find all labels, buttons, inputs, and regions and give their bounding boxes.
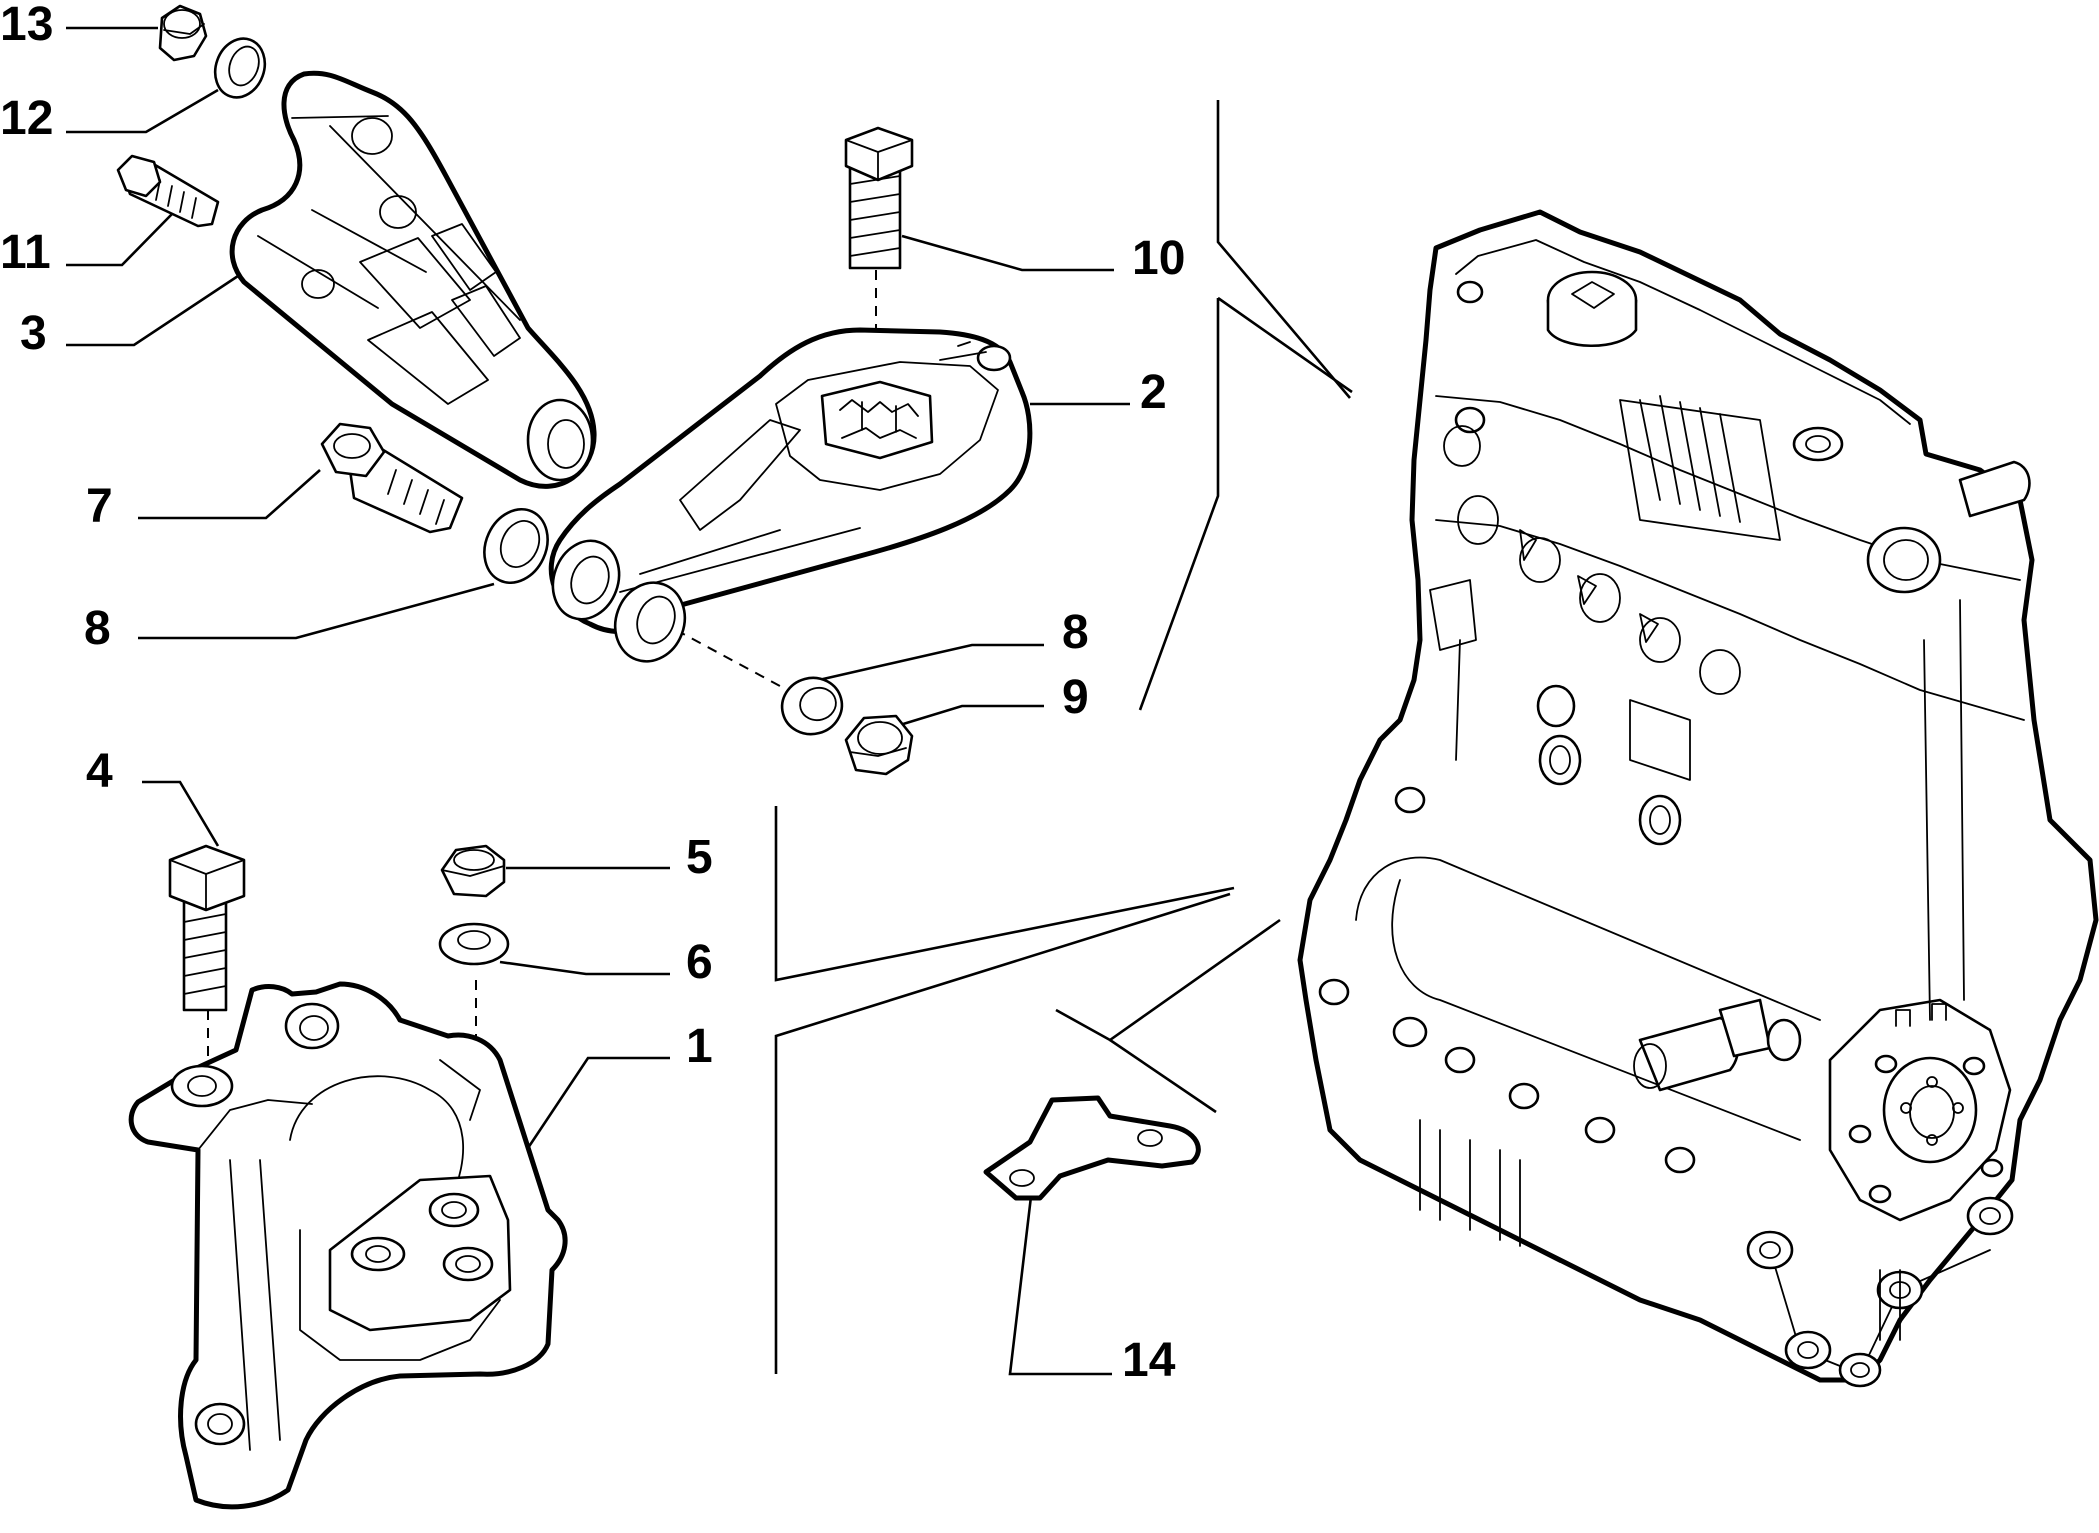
callout-13: 13 [0, 0, 53, 51]
callout-3: 3 [20, 307, 47, 360]
part-11-bolt [116, 154, 220, 228]
part-3-upper-bracket [229, 70, 597, 489]
grouping-lines [774, 100, 1353, 1374]
part-8-washer-right [780, 676, 844, 736]
part-4-bolt [168, 844, 246, 1012]
callout-labels: 13 12 11 3 7 8 10 2 8 9 4 5 6 1 14 [0, 0, 1185, 1387]
leader-lines [66, 26, 1130, 1376]
engine-block [1297, 209, 2099, 1388]
part-8-washer-left [483, 508, 549, 584]
callout-10: 10 [1132, 232, 1185, 285]
callout-14: 14 [1122, 1334, 1176, 1387]
part-9-nut [844, 714, 914, 776]
callout-8-left: 8 [84, 602, 111, 655]
callout-9: 9 [1062, 671, 1089, 724]
callout-1: 1 [686, 1020, 713, 1073]
part-5-nut [440, 844, 506, 898]
callout-6: 6 [686, 936, 713, 989]
callout-4: 4 [86, 745, 113, 798]
callout-2: 2 [1140, 366, 1167, 419]
part-10-bolt [844, 126, 914, 270]
part-14-plate [983, 1095, 1201, 1201]
callout-12: 12 [0, 92, 53, 145]
part-2-torque-rod [548, 327, 1033, 663]
part-13-nut [158, 4, 208, 62]
part-1-lower-mount [128, 981, 568, 1510]
part-12-washer [213, 37, 267, 99]
part-6-washer [438, 922, 510, 966]
part-7-bolt [320, 422, 464, 534]
callout-8-right: 8 [1062, 606, 1089, 659]
callout-11: 11 [0, 226, 51, 279]
callout-5: 5 [686, 831, 713, 884]
callout-7: 7 [86, 480, 113, 533]
